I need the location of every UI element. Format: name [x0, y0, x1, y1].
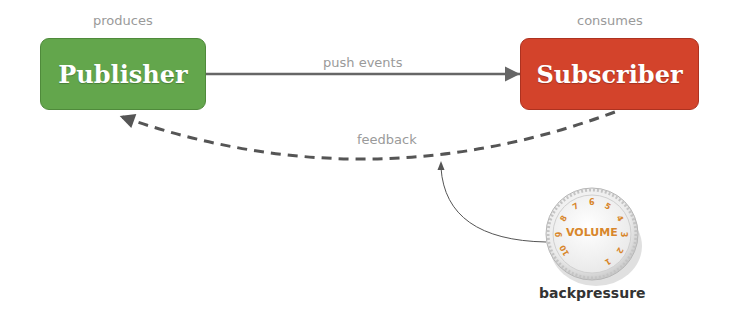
leader-line: [441, 168, 546, 242]
leader-arrowhead: [438, 161, 445, 170]
knob-caption: VOLUME: [566, 226, 618, 239]
knob-name: backpressure: [539, 285, 646, 301]
dial-number: 9: [555, 232, 564, 238]
box-title: Subscriber: [536, 60, 682, 89]
process-box: Subscriber: [520, 38, 699, 110]
knob-grip: [548, 190, 636, 278]
edge-label: push events: [320, 55, 405, 70]
dial-number: 6: [589, 198, 595, 207]
dial-number: 3: [619, 232, 628, 238]
knob-face: [553, 195, 631, 273]
role-heading: produces: [93, 13, 153, 28]
edge-label: feedback: [354, 132, 420, 147]
process-box: Publisher: [40, 38, 206, 110]
box-title: Publisher: [58, 60, 187, 89]
knob-body: [546, 188, 638, 280]
role-heading: consumes: [577, 13, 643, 28]
feedback-arrow: [120, 112, 615, 159]
